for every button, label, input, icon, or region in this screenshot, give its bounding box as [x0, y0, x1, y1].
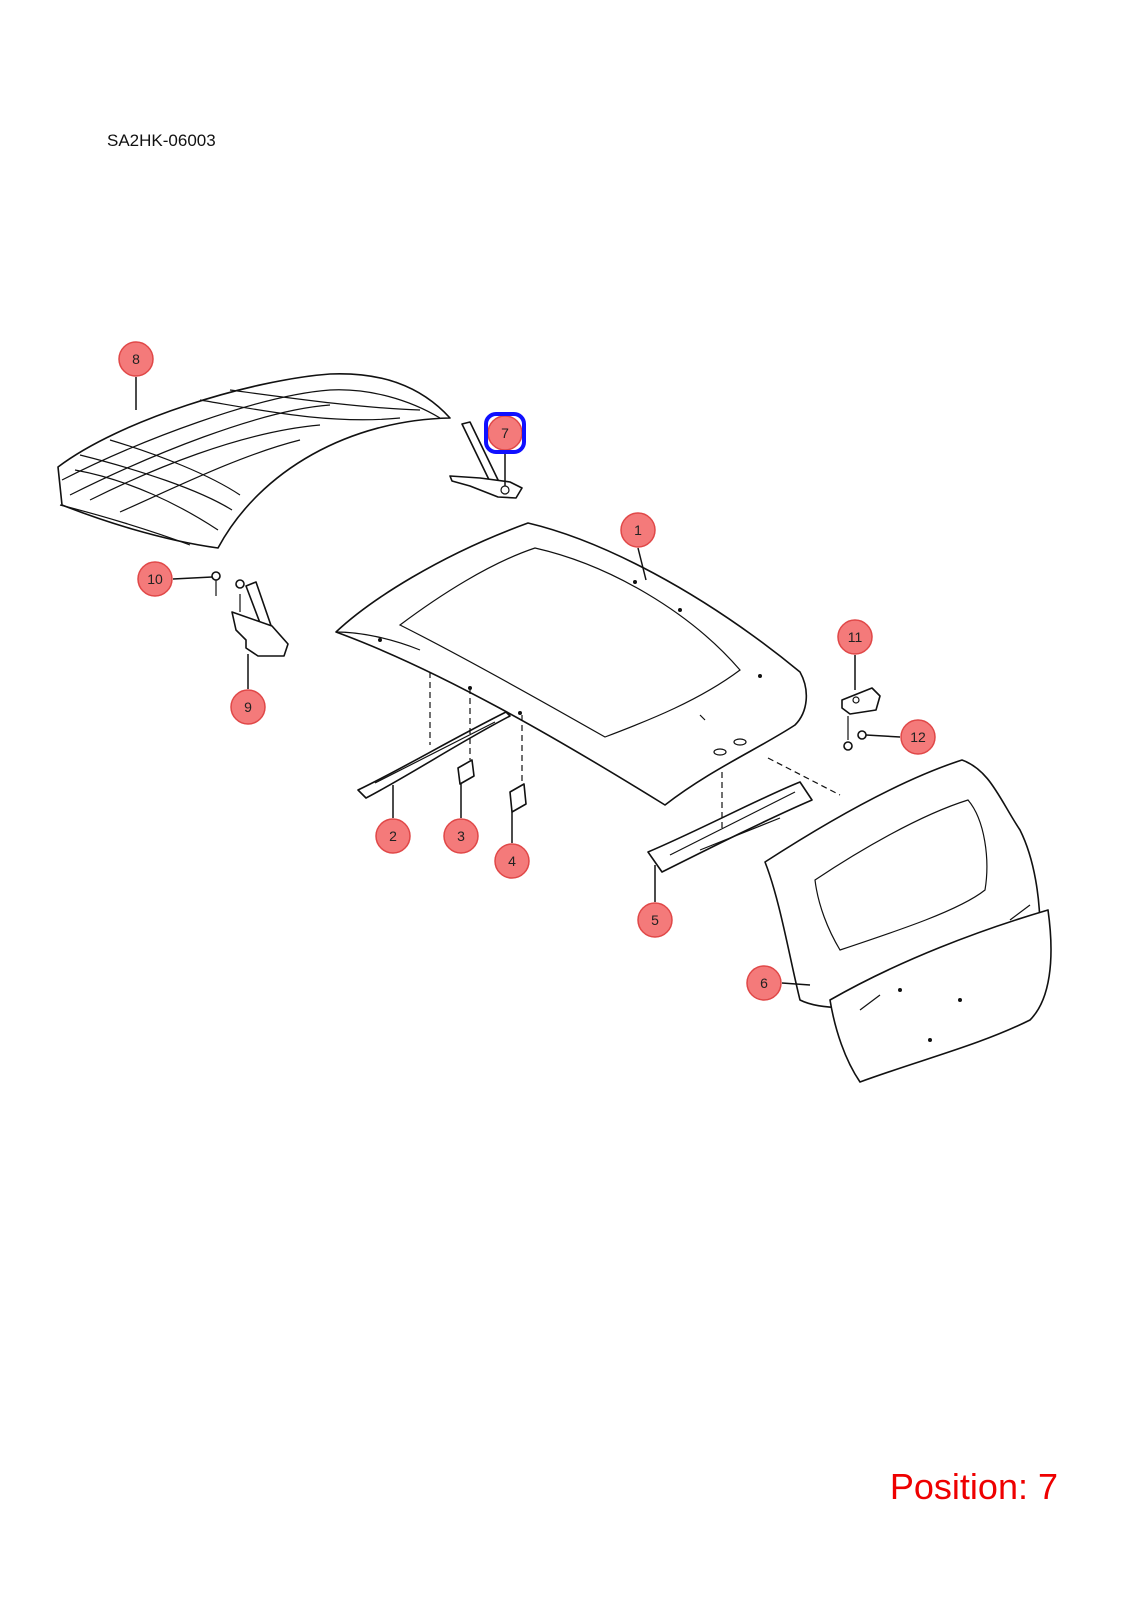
- callout-circle-12: [900, 719, 936, 755]
- part-1-roof-panel: [335, 522, 808, 806]
- position-label: Position: 7: [889, 1466, 1058, 1507]
- callout-number-5: 5: [651, 912, 659, 928]
- callout-circle-9: [230, 689, 266, 725]
- callout-circle-4: [494, 843, 530, 879]
- part-2-reinforcement: [357, 672, 511, 799]
- callout-number-1: 1: [634, 522, 642, 538]
- callout-1[interactable]: 1: [620, 512, 656, 581]
- callout-circle-8: [118, 341, 154, 377]
- callout-9[interactable]: 9: [230, 654, 266, 725]
- callout-10[interactable]: 10: [137, 561, 213, 597]
- part-3-clip: [457, 688, 475, 785]
- callout-3[interactable]: 3: [443, 784, 479, 854]
- callout-leader-1: [637, 547, 647, 581]
- part-7-arm: [449, 421, 523, 499]
- callout-8[interactable]: 8: [118, 341, 154, 410]
- part-8-sunroof-shade: [57, 373, 451, 549]
- callout-number-3: 3: [457, 828, 465, 844]
- callout-circle-3: [443, 818, 479, 854]
- callout-number-9: 9: [244, 699, 252, 715]
- part-4-clip: [509, 715, 527, 813]
- callout-4[interactable]: 4: [494, 812, 530, 879]
- callout-number-2: 2: [389, 828, 397, 844]
- callout-6[interactable]: 6: [746, 965, 811, 1001]
- callout-circle-10: [137, 561, 173, 597]
- callout-number-12: 12: [910, 729, 926, 745]
- selected-callout-highlight: [484, 412, 526, 454]
- callout-11[interactable]: 11: [837, 619, 873, 690]
- diagram-code: SA2HK-06003: [107, 131, 216, 150]
- callout-number-10: 10: [147, 571, 163, 587]
- callout-circle-6: [746, 965, 782, 1001]
- callout-7[interactable]: 7: [484, 412, 526, 486]
- callout-circle-1: [620, 512, 656, 548]
- part-9-hinge: [231, 581, 289, 657]
- callout-number-7: 7: [501, 425, 509, 441]
- callout-number-4: 4: [508, 853, 516, 869]
- callout-leader-6: [781, 982, 811, 986]
- callout-leader-12: [865, 734, 901, 738]
- callout-leader-10: [172, 576, 213, 580]
- part-10-bolt: [211, 571, 245, 596]
- callout-number-6: 6: [760, 975, 768, 991]
- callout-circle-11: [837, 619, 873, 655]
- callout-12[interactable]: 12: [865, 719, 936, 755]
- part-11-hinge: [841, 687, 881, 751]
- part-12-nut: [857, 730, 867, 740]
- callout-circle-5: [637, 902, 673, 938]
- callout-number-11: 11: [848, 629, 863, 645]
- callout-5[interactable]: 5: [637, 865, 673, 938]
- callout-circle-2: [375, 818, 411, 854]
- part-5-rear-rail: [647, 757, 841, 873]
- callout-number-8: 8: [132, 351, 140, 367]
- part-6-tailgate: [764, 759, 1052, 1083]
- callout-2[interactable]: 2: [375, 785, 411, 854]
